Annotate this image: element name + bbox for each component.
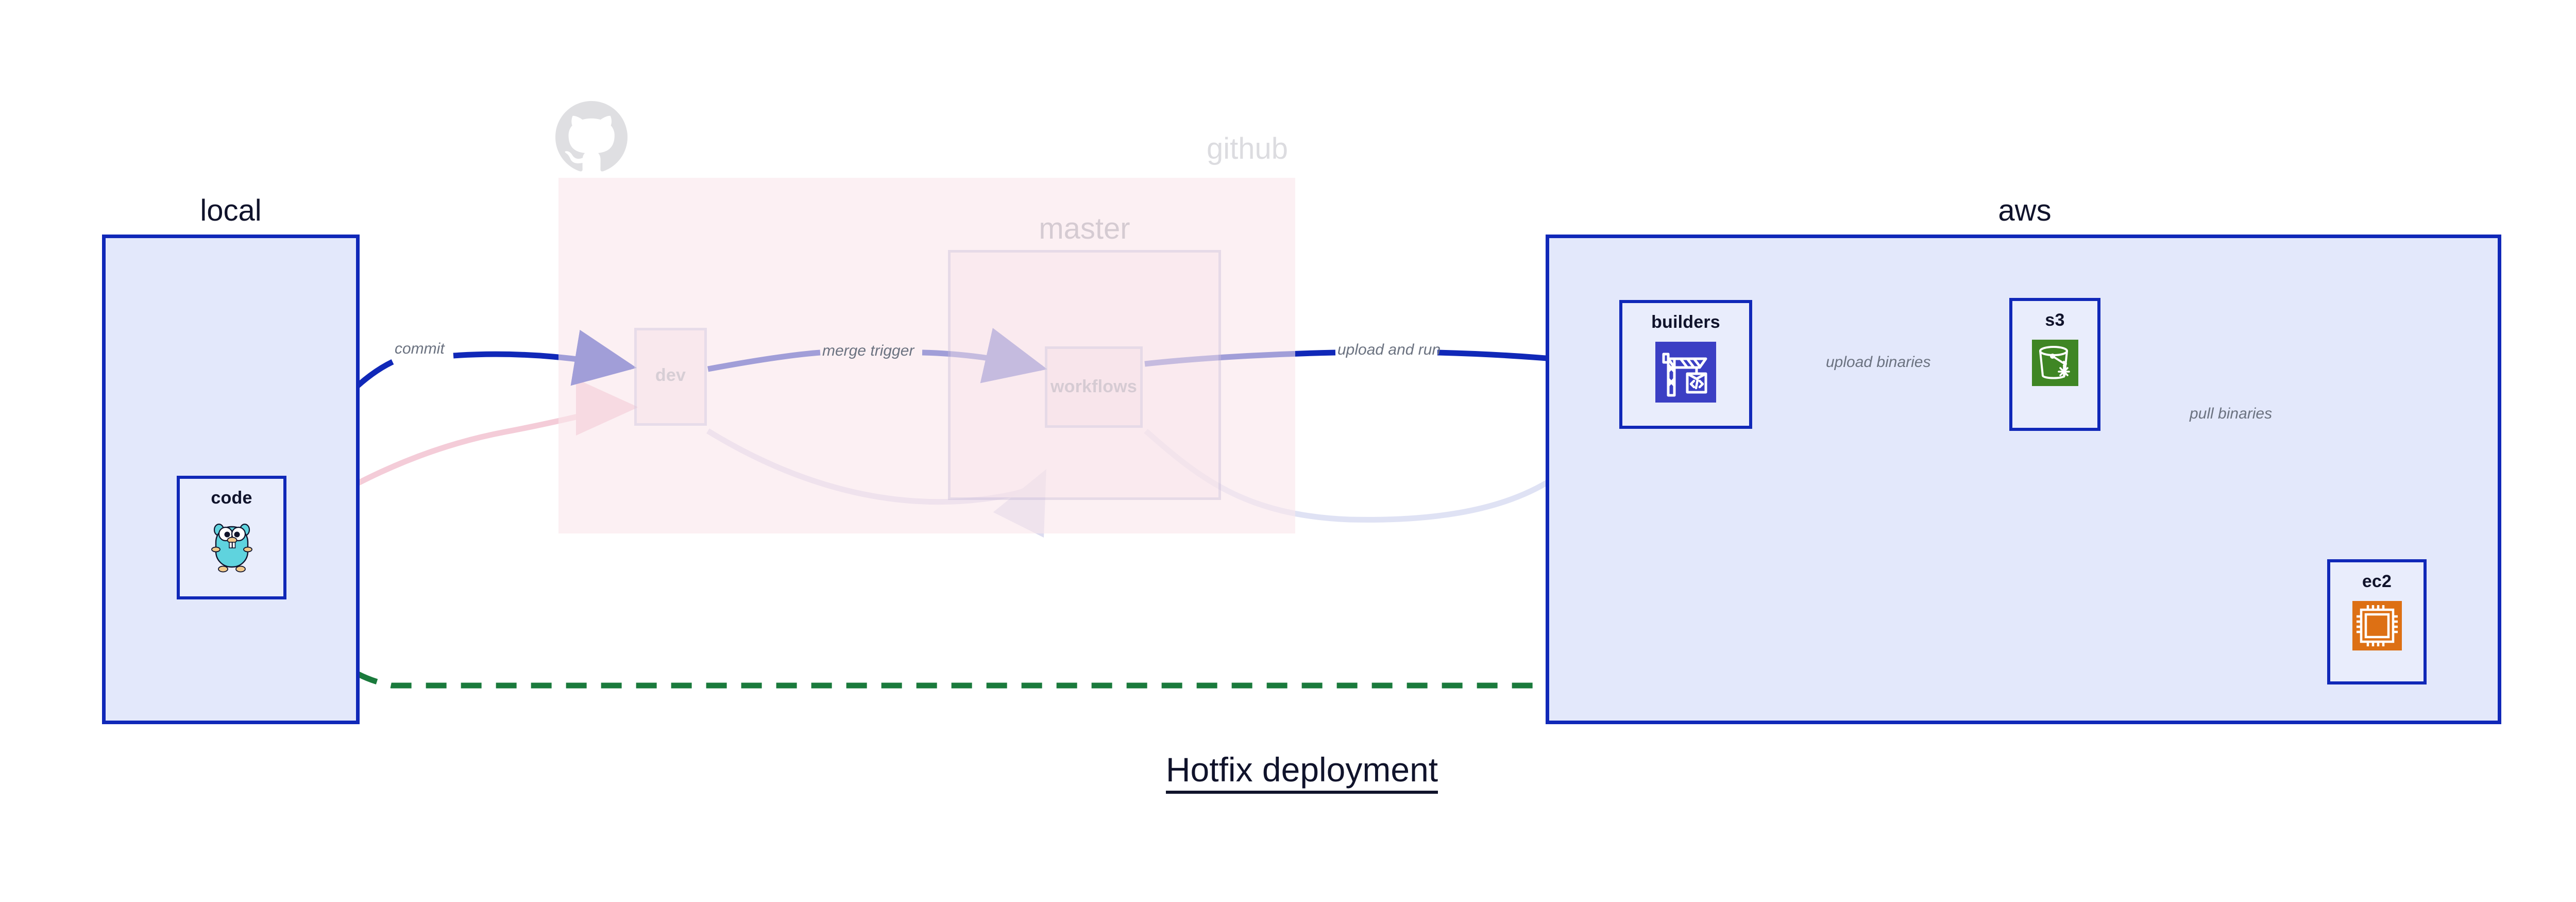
edge-label-merge-trigger: merge trigger [822,342,914,359]
node-ec2-label: ec2 [2362,572,2392,591]
group-local-label: local [200,194,262,227]
node-s3[interactable]: s3 [2009,298,2100,431]
node-builders[interactable]: builders [1619,300,1752,429]
node-dev-label: dev [655,365,686,385]
edge-label-upload-binaries: upload binaries [1826,354,1931,371]
edge-label-commit: commit [395,340,445,357]
go-gopher-icon [210,517,254,576]
edge-label-pull-binaries: pull binaries [2190,405,2273,422]
edge-label-upload-and-run: upload and run [1337,341,1441,358]
github-mark-icon [555,101,628,173]
group-master-label: master [1039,212,1130,245]
node-code[interactable]: code [177,476,286,599]
aws-s3-glacier-icon [2031,340,2078,389]
node-code-label: code [211,488,252,508]
node-ec2[interactable]: ec2 [2327,559,2427,684]
diagram-caption-text: Hotfix deployment [1165,750,1438,794]
node-s3-label: s3 [2045,310,2065,330]
aws-ec2-chip-icon [2352,601,2402,653]
group-github-label: github [1206,132,1288,165]
aws-codebuild-icon [1655,342,1716,405]
node-workflows[interactable]: workflows [1045,346,1143,428]
node-workflows-label: workflows [1050,377,1138,396]
group-aws-label: aws [1998,194,2052,227]
node-builders-label: builders [1651,312,1720,332]
node-dev[interactable]: dev [634,328,707,426]
diagram-caption: Hotfix deployment [0,750,2576,794]
